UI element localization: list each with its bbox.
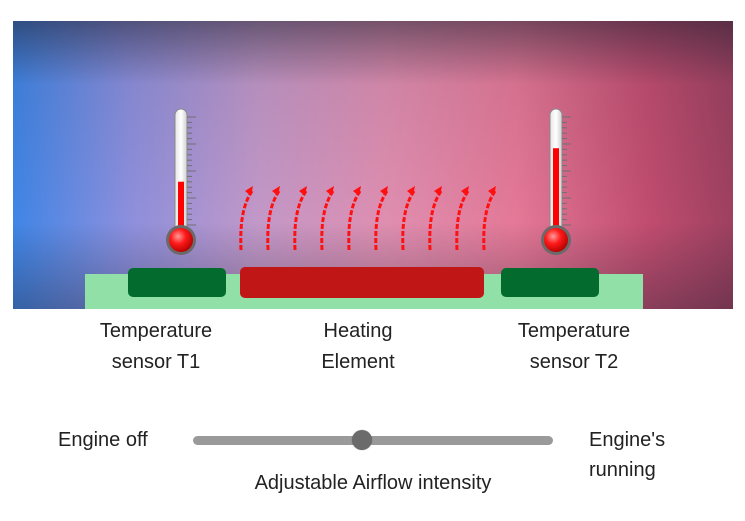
engine-off-label: Engine off bbox=[58, 429, 148, 451]
engine-running-line2: running bbox=[589, 459, 656, 481]
sensor-pad-t2 bbox=[501, 268, 599, 297]
thermometer-t1-bulb-inner bbox=[169, 228, 193, 252]
arrow-head-icon bbox=[299, 186, 307, 196]
arrow-head-icon bbox=[407, 186, 415, 196]
thermometer-t2-bulb-inner bbox=[544, 228, 568, 252]
background-shading bbox=[13, 21, 733, 309]
caption-temperature-sensor-t2: Temperature sensor T2 bbox=[484, 316, 664, 378]
caption-t1-line1: Temperature bbox=[99, 320, 213, 342]
arrow-head-icon bbox=[461, 186, 469, 196]
arrow-head-icon bbox=[380, 186, 388, 196]
caption-temperature-sensor-t1: Temperature sensor T1 bbox=[66, 316, 246, 378]
airflow-slider[interactable] bbox=[193, 430, 553, 452]
heat-arrows bbox=[239, 186, 497, 251]
airflow-slider-knob[interactable] bbox=[352, 430, 373, 450]
sensor-pad-t1 bbox=[128, 268, 226, 297]
arrow-head-icon bbox=[353, 186, 361, 196]
arrow-head-icon bbox=[488, 186, 496, 196]
caption-t2-line2: sensor T2 bbox=[529, 351, 619, 373]
heating-scene bbox=[13, 21, 733, 309]
thermometer-t2-ticks bbox=[562, 116, 571, 226]
heating-element bbox=[240, 267, 484, 298]
arrow-head-icon bbox=[434, 186, 442, 196]
airflow-slider-track[interactable] bbox=[193, 436, 553, 445]
engine-running-line1: Engine's bbox=[589, 429, 666, 451]
arrow-head-icon bbox=[326, 186, 334, 196]
arrow-head-icon bbox=[245, 186, 253, 196]
caption-t1-line2: sensor T1 bbox=[111, 351, 201, 373]
engine-running-label: Engine's running bbox=[589, 425, 665, 485]
caption-heater-line1: Heating bbox=[323, 320, 393, 342]
caption-t2-line1: Temperature bbox=[517, 320, 631, 342]
caption-heater-line2: Element bbox=[321, 351, 395, 373]
thermometer-t1 bbox=[166, 108, 196, 255]
thermometer-t1-mercury bbox=[178, 181, 184, 240]
thermometer-t1-ticks bbox=[187, 116, 196, 226]
caption-heating-element: Heating Element bbox=[268, 316, 448, 378]
thermometer-t2 bbox=[541, 108, 571, 255]
arrow-head-icon bbox=[272, 186, 280, 196]
airflow-slider-caption: Adjustable Airflow intensity bbox=[254, 472, 492, 494]
thermometer-t2-mercury bbox=[553, 148, 559, 240]
